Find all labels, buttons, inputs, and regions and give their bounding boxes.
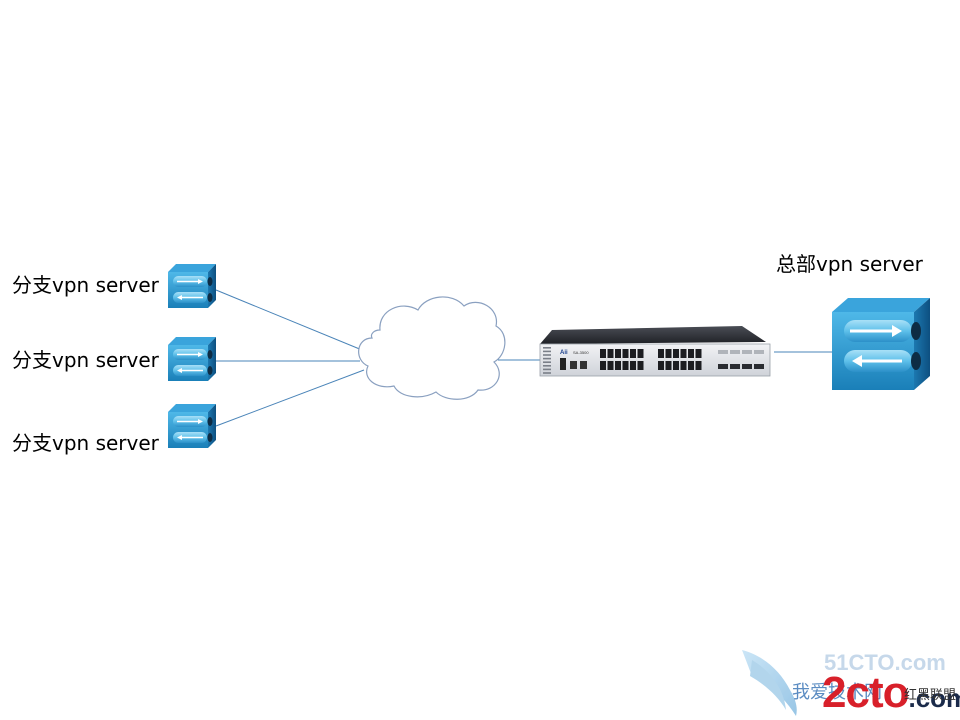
ethernet-port xyxy=(688,349,694,358)
watermark-2cto-main: 2cto xyxy=(822,668,909,717)
watermark-logo-icon xyxy=(742,650,797,716)
watermark-51cto: 51CTO.com xyxy=(824,650,946,675)
ethernet-port xyxy=(658,349,664,358)
ethernet-port xyxy=(630,361,636,370)
sfp-port xyxy=(742,364,752,369)
vent-slot xyxy=(543,361,551,363)
ethernet-port xyxy=(607,361,614,370)
ethernet-port xyxy=(695,361,702,370)
ethernet-port xyxy=(680,361,687,370)
sfp-port xyxy=(754,364,764,369)
server-top-face xyxy=(168,337,216,345)
vent-slot xyxy=(543,365,551,367)
arrow-left-icon xyxy=(177,435,182,440)
ethernet-port xyxy=(615,361,621,370)
vent-slot xyxy=(543,368,551,371)
branch-vpn-server-icon-1 xyxy=(168,264,216,308)
ethernet-port xyxy=(622,361,629,370)
ethernet-port xyxy=(637,361,644,370)
ethernet-port xyxy=(600,349,606,358)
switch-ports xyxy=(600,349,702,370)
hq-server-label: 总部vpn server xyxy=(776,252,923,276)
ethernet-port xyxy=(665,361,672,370)
branch-vpn-server-icon-2 xyxy=(168,337,216,381)
arrow-right-icon xyxy=(198,352,203,357)
ethernet-port xyxy=(630,349,636,358)
ethernet-port xyxy=(607,349,614,358)
sfp-cage xyxy=(730,350,740,354)
ethernet-port xyxy=(680,349,687,358)
vent-slot xyxy=(543,350,551,353)
server-port xyxy=(207,417,213,426)
arrow-right-icon xyxy=(198,419,203,424)
sfp-cage xyxy=(742,350,752,354)
vent-slot xyxy=(543,372,551,374)
watermark-2cto: 2cto.com xyxy=(822,668,960,718)
vent-slot xyxy=(543,354,551,356)
ethernet-port xyxy=(665,349,672,358)
watermark-cn-text-2: 红黑联盟 xyxy=(904,687,957,702)
switch-brand-mark: Aii xyxy=(560,350,568,356)
branch-server-label-3: 分支vpn server xyxy=(12,431,159,455)
ethernet-port xyxy=(600,361,606,370)
ethernet-port xyxy=(658,361,664,370)
sfp-port xyxy=(730,364,740,369)
hq-vpn-server-icon xyxy=(832,298,930,390)
server-port xyxy=(207,433,213,442)
ethernet-port xyxy=(637,349,644,358)
ethernet-port xyxy=(695,349,702,358)
vent-slot xyxy=(543,357,551,360)
ethernet-port xyxy=(673,361,679,370)
watermark-cn-text: 我爱技术网 xyxy=(792,682,882,702)
server-port xyxy=(207,277,213,286)
ethernet-port xyxy=(673,349,679,358)
server-port xyxy=(207,293,213,302)
link-branch-3-cloud xyxy=(215,369,365,427)
watermark-2cto-suffix: .com xyxy=(908,683,960,713)
ethernet-port xyxy=(622,349,629,358)
sfp-cage xyxy=(754,350,764,354)
branch-vpn-server-icon-3 xyxy=(168,404,216,448)
arrow-left-icon xyxy=(177,368,182,373)
arrow-left-icon xyxy=(177,295,182,300)
server-port xyxy=(207,350,213,359)
switch-vents xyxy=(543,347,551,374)
ethernet-port xyxy=(688,361,694,370)
server-port xyxy=(207,366,213,375)
sfp-port xyxy=(718,364,728,369)
branch-servers xyxy=(168,264,216,448)
branch-server-label-2: 分支vpn server xyxy=(12,348,159,372)
branch-server-label-1: 分支vpn server xyxy=(12,273,159,297)
ethernet-port xyxy=(615,349,621,358)
internet-cloud xyxy=(358,296,506,400)
switch-model-text: SA-3500 xyxy=(573,350,589,355)
sfp-cage xyxy=(718,350,728,354)
server-top-face xyxy=(168,404,216,412)
link-branch-1-cloud xyxy=(215,289,363,351)
server-top-face xyxy=(168,264,216,272)
arrow-right-icon xyxy=(198,279,203,284)
vent-slot xyxy=(543,347,551,349)
connection-links xyxy=(215,289,832,427)
switch-sfp-ports xyxy=(718,350,764,369)
network-switch-icon: Aii SA-3500 xyxy=(539,326,771,377)
